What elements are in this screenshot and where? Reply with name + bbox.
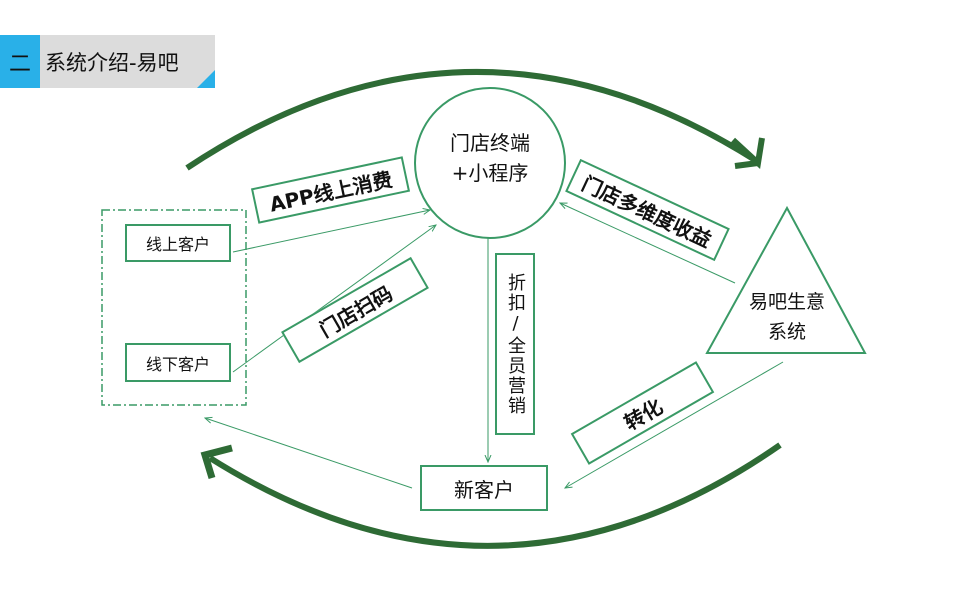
hub-label-line2: +小程序 [451,161,529,185]
section-number: 二 [0,35,40,88]
arrow-offline-to-hub [232,225,436,373]
system-triangle [705,205,867,354]
bottom-arc-arrowhead-icon [200,444,233,480]
system-label: 易吧生意 系统 [727,287,847,347]
arrow-system-to-new [565,361,784,488]
customer-group-dashed-box [101,209,247,406]
offline-customer-box: 线下客户 [125,343,231,382]
hub-label: 门店终端 +小程序 [415,128,565,188]
top-arc-arrowhead-icon [730,137,765,169]
arrow-system-to-hub [560,203,736,284]
hub-circle [414,87,566,239]
system-label-line1: 易吧生意 [748,291,825,313]
hub-label-line1: 门店终端 [450,131,530,155]
marketing-label-box: 折扣/全员营销 [495,253,535,435]
new-customer-box: 新客户 [420,465,548,511]
arrow-online-to-hub [232,210,430,253]
online-customer-box: 线上客户 [125,224,231,262]
arrow-new-to-customers [205,418,413,489]
top-cycle-arc [185,69,757,171]
system-label-line2: 系统 [767,321,806,343]
section-title: 系统介绍-易吧 [40,35,215,88]
corner-triangle-decoration [197,70,215,88]
bottom-cycle-arc [208,442,782,549]
